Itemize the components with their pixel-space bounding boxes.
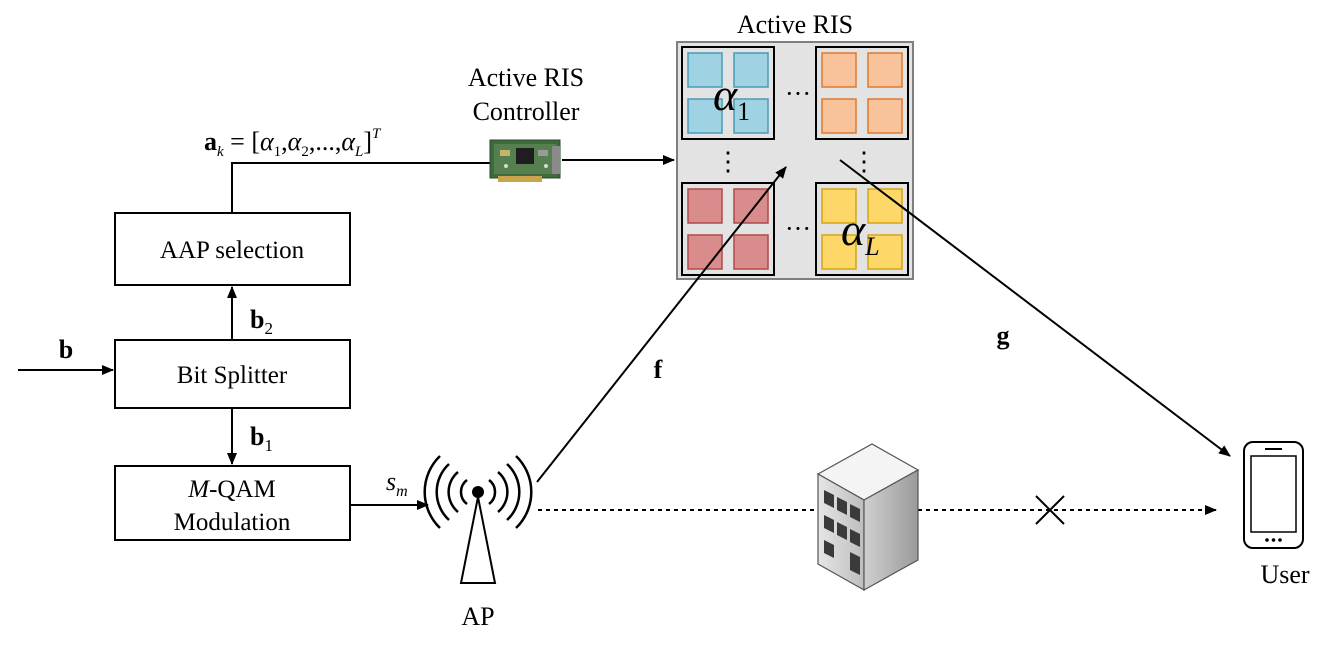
controller-board-icon (489, 139, 561, 182)
building-obstacle-icon (816, 443, 920, 592)
ris-group-top-right (815, 46, 909, 140)
sm-label: sm (386, 467, 408, 500)
channel-g-arrow (839, 159, 1231, 457)
ris-element (821, 234, 857, 270)
channel-g-label: g (997, 321, 1010, 350)
modulation-label-line2: Modulation (174, 509, 291, 536)
b1-label: b1 (250, 422, 273, 455)
ris-group-top-left (681, 46, 775, 140)
ris-element (867, 234, 903, 270)
ris-horizontal-dots-bottom: ··· (785, 214, 811, 243)
ris-element (733, 52, 769, 88)
ris-horizontal-dots-top: ··· (785, 79, 811, 108)
aap-to-controller-line (231, 162, 490, 213)
modulation-block: M-QAM Modulation (114, 465, 351, 541)
ris-element (867, 52, 903, 88)
channel-f-arrow (536, 166, 787, 483)
ris-element (867, 98, 903, 134)
user-label: User (1260, 560, 1309, 589)
access-point-icon (423, 455, 533, 584)
bit-splitter-label: Bit Splitter (177, 362, 288, 389)
ris-alpha-L-label: αL (841, 204, 880, 261)
ris-element (687, 234, 723, 270)
bit-splitter-block: Bit Splitter (114, 339, 351, 409)
channel-f-label: f (654, 355, 663, 384)
aap-selection-label: AAP selection (160, 237, 305, 264)
input-bits-label: b (59, 335, 73, 364)
ris-element (821, 188, 857, 224)
ris-element (821, 52, 857, 88)
ris-title: Active RIS (737, 10, 853, 39)
controller-label-line1: Active RIS (468, 63, 584, 92)
ris-alpha-1-label: α1 (713, 69, 750, 126)
blocked-cross-icon (1035, 495, 1065, 525)
ris-group-bottom-left (681, 182, 775, 276)
ris-element (733, 98, 769, 134)
modulation-label-line1: M-QAM (187, 476, 276, 503)
ris-element (733, 188, 769, 224)
ris-vertical-dots-left: ⋮ (715, 147, 741, 176)
ris-element (821, 98, 857, 134)
aap-vector-label: ak = [α1,α2,...,αL]T (204, 126, 382, 160)
user-phone-icon (1243, 441, 1304, 549)
ris-element (687, 52, 723, 88)
ap-label: AP (461, 602, 494, 631)
ris-element (687, 188, 723, 224)
aap-selection-block: AAP selection (114, 212, 351, 286)
ris-element (687, 98, 723, 134)
ris-element (733, 234, 769, 270)
b2-label: b2 (250, 305, 273, 338)
controller-label-line2: Controller (473, 97, 580, 126)
